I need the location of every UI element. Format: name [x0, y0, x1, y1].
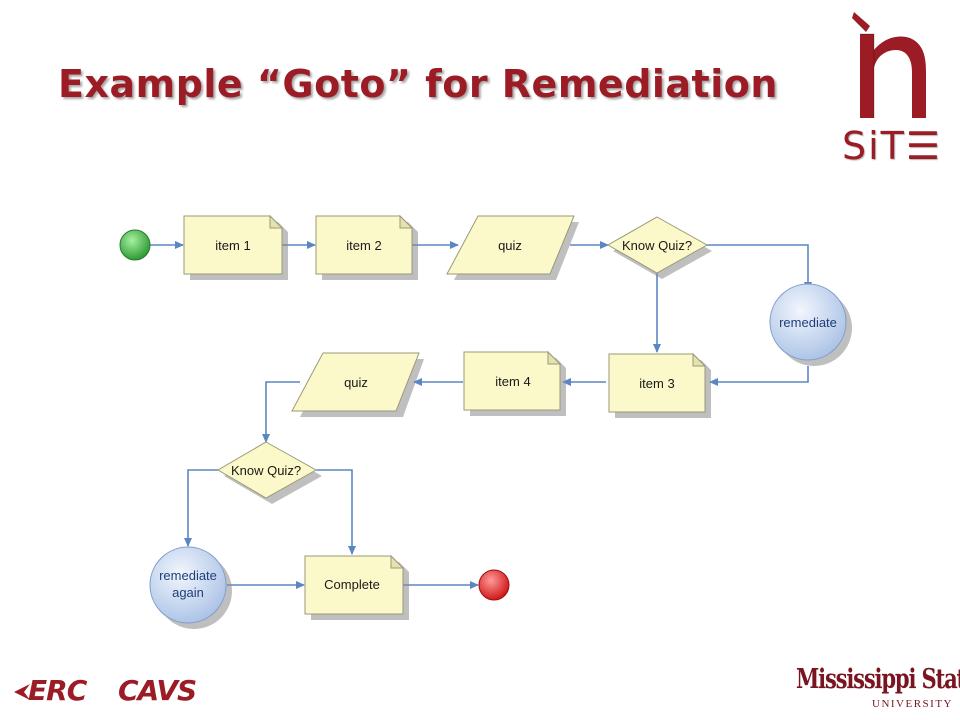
remediate-circle	[769, 283, 847, 361]
end-node	[478, 569, 510, 601]
node-remediate-again: remediate again	[149, 546, 232, 629]
node-remediate-again-label-2: again	[172, 585, 204, 600]
start-node	[119, 229, 151, 261]
node-decision-2-label: Know Quiz?	[231, 463, 301, 478]
node-item-3: item 3	[608, 352, 711, 418]
node-item-1: item 1	[183, 214, 288, 280]
node-item-1-label: item 1	[215, 238, 250, 253]
node-decision-1-label: Know Quiz?	[622, 238, 692, 253]
node-complete: Complete	[304, 554, 409, 620]
insite-site-text: SiT☰	[842, 124, 942, 168]
edge-decision2-remediate-again	[184, 469, 219, 547]
node-quiz-2: quiz	[291, 352, 424, 417]
node-remediate-label: remediate	[779, 315, 837, 330]
erc-cavs-logo: ERC CAVS	[12, 672, 212, 712]
edge-quiz2-decision2	[262, 381, 300, 443]
erc-swoosh-icon	[14, 684, 30, 700]
slide-title: Example “Goto” for Remediation	[58, 62, 778, 106]
remediate-again-circle	[149, 546, 227, 624]
node-item-3-label: item 3	[639, 376, 674, 391]
node-remediate: remediate	[769, 283, 852, 366]
node-item-4: item 4	[463, 350, 566, 416]
edges	[150, 241, 812, 589]
edge-remediate-item3	[709, 366, 809, 386]
msu-logo-university: UNIVERSITY	[872, 698, 953, 710]
edge-decision1-remediate	[706, 244, 812, 291]
node-item-4-label: item 4	[495, 374, 530, 389]
msu-logo: Mississippi State UNIVERSITY	[796, 664, 960, 716]
erc-logo-text: ERC	[28, 674, 87, 707]
node-decision-1: Know Quiz?	[606, 216, 712, 279]
insite-logo: SiT☰	[836, 6, 940, 176]
edge-decision2-complete	[316, 469, 356, 555]
insite-n-mark-icon	[852, 12, 926, 118]
node-complete-label: Complete	[324, 577, 380, 592]
node-remediate-again-label-1: remediate	[159, 568, 217, 583]
node-quiz-1-label: quiz	[498, 238, 522, 253]
node-item-2: item 2	[315, 214, 418, 280]
msu-logo-name: Mississippi State	[796, 664, 960, 695]
node-decision-2: Know Quiz?	[217, 441, 322, 504]
node-quiz-1: quiz	[446, 215, 579, 280]
node-item-2-label: item 2	[346, 238, 381, 253]
cavs-logo-text: CAVS	[118, 674, 197, 707]
node-quiz-2-label: quiz	[344, 375, 368, 390]
